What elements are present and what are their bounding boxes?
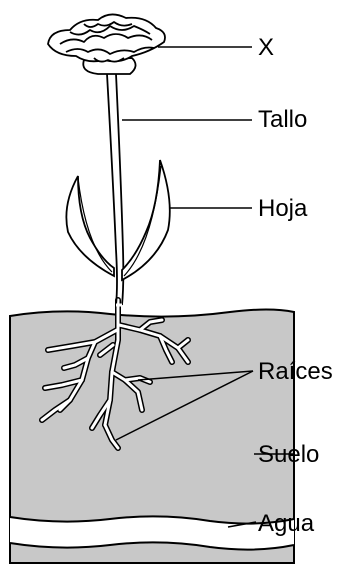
- stem-label: Tallo: [258, 108, 307, 132]
- flower-label: X: [258, 36, 274, 60]
- flower-head: [48, 14, 165, 74]
- roots-label: Raíces: [258, 360, 333, 384]
- right-leaf: [122, 160, 170, 280]
- left-leaf: [66, 176, 114, 276]
- soil-label: Suelo: [258, 443, 319, 467]
- leaf-label: Hoja: [258, 197, 307, 221]
- water-label: Agua: [258, 512, 314, 536]
